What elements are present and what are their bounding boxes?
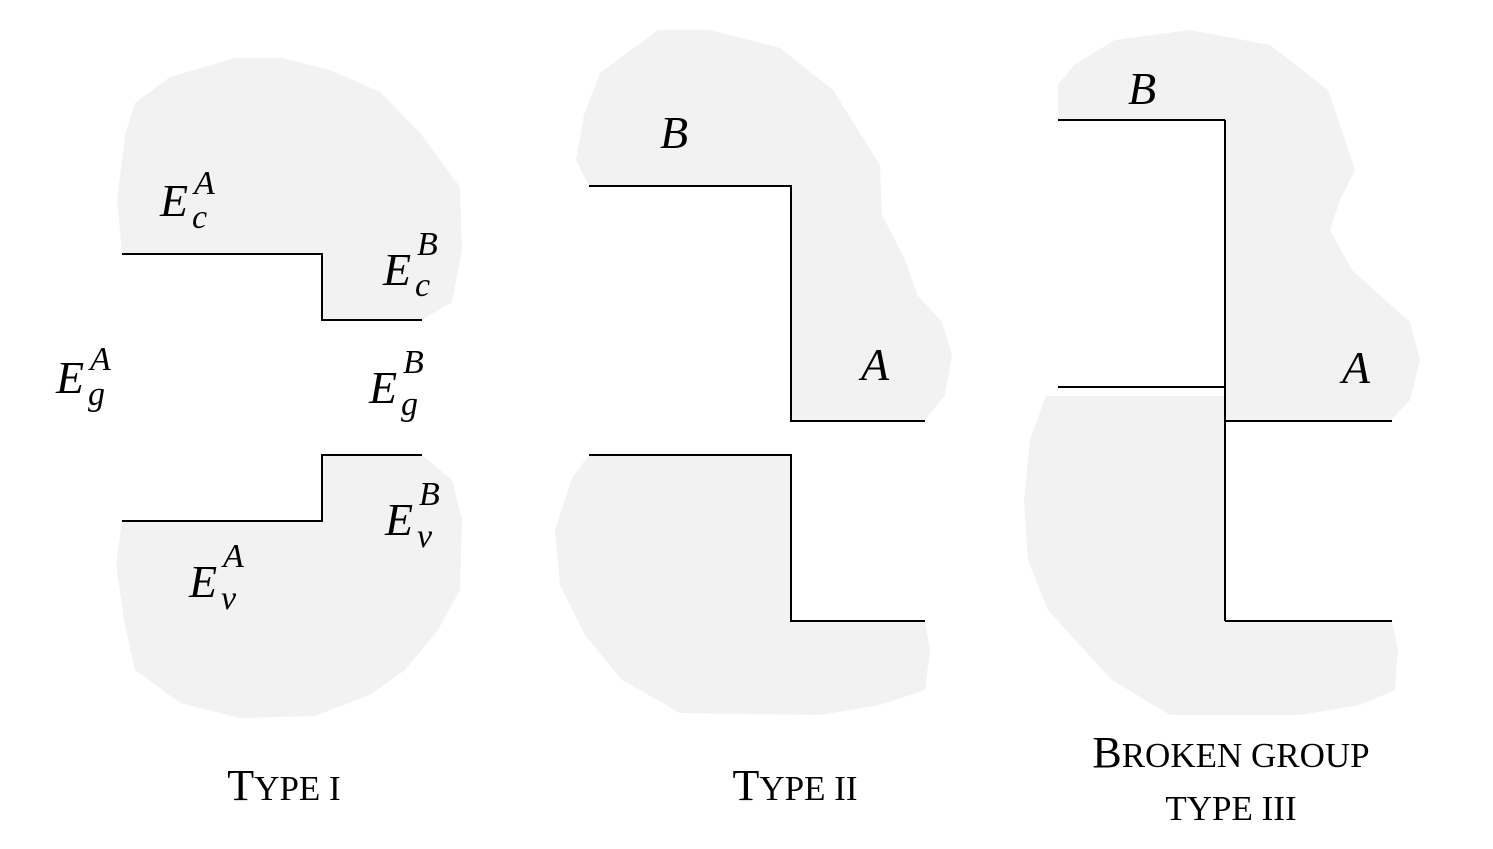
type-3-a-region: [1024, 396, 1398, 715]
type-2-label-b: B: [660, 107, 688, 158]
type-2-a-region: [555, 455, 930, 715]
type-2-b-region: [576, 30, 952, 420]
type-2-lower-band-edge: [589, 454, 925, 622]
type-2-upper-band-edge: [589, 185, 925, 422]
type-1-valence-band-edge: [122, 454, 422, 522]
type-3-label-b: B: [1128, 63, 1156, 114]
type-3-caption-line-2: TYPE III: [1165, 789, 1296, 828]
type-2-label-a: A: [858, 339, 890, 390]
type-2-panel: B A TYPE II: [555, 30, 952, 810]
type-3-label-a: A: [1339, 342, 1371, 393]
type-3-b-region: [1058, 30, 1420, 421]
type-1-conduction-region: [117, 58, 462, 320]
type-3-caption-line-1: BROKEN GROUP: [1092, 728, 1369, 777]
type-3-panel: B A BROKEN GROUP TYPE III: [1024, 30, 1420, 828]
type-1-conduction-band-edge: [122, 253, 422, 321]
type-1-caption: TYPE I: [227, 761, 340, 810]
type-2-caption: TYPE II: [732, 761, 857, 810]
